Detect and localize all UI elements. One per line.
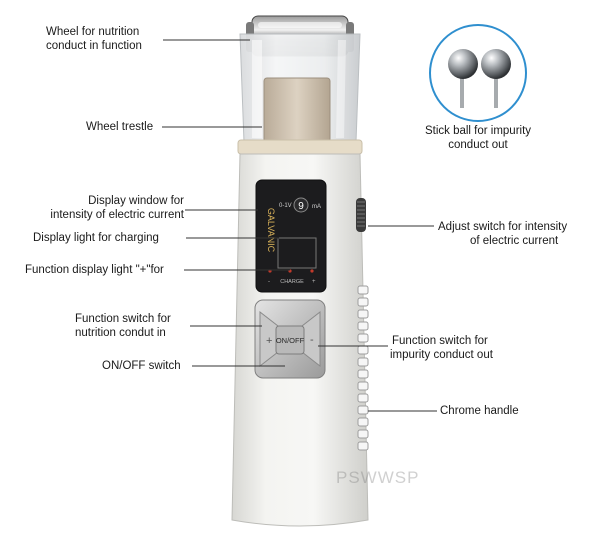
charge-text: CHARGE (280, 279, 304, 285)
label-function-display-light: Function display light "+"for (25, 264, 164, 276)
stick-ball-left (448, 49, 478, 79)
stick-ball-right (481, 49, 511, 79)
label-function-switch-impurity-line2: impurity conduct out (390, 349, 493, 361)
label-stick-ball-line1: Stick ball for impurity (424, 125, 532, 137)
display-window: GALVANIC 0-1V 9 mA - CHARGE + (255, 179, 327, 293)
control-pad: + - ON/OFF (254, 299, 326, 379)
label-display-light-charging: Display light for charging (33, 232, 159, 244)
chrome-handle (357, 285, 369, 451)
label-function-switch-nutrition-line1: Function switch for (75, 313, 171, 325)
left-key-sign: + (266, 335, 272, 347)
label-display-window-line2: intensity of electric current (50, 209, 184, 221)
label-wheel-nutrition-line2: conduct in function (46, 40, 142, 52)
watermark-text: PSWWSP (336, 468, 420, 487)
right-key-sign: - (310, 334, 314, 346)
label-stick-ball-line2: conduct out (448, 139, 508, 151)
label-onoff-switch: ON/OFF switch (102, 360, 181, 372)
label-display-window-line1: Display window for (88, 195, 184, 207)
stick-ball-illustration (429, 24, 527, 122)
minus-sign: - (268, 279, 270, 285)
onoff-button-label: ON/OFF (276, 336, 305, 345)
label-chrome-handle: Chrome handle (440, 405, 519, 417)
adjust-dial[interactable] (356, 198, 366, 232)
onoff-button[interactable] (275, 325, 305, 355)
plus-sign: + (312, 279, 316, 285)
display-value: 9 (298, 201, 304, 212)
wheel-trestle (263, 77, 331, 143)
label-wheel-nutrition-line1: Wheel for nutrition (46, 26, 140, 38)
scale-unit-text: mA (312, 204, 321, 210)
label-adjust-switch-line1: Adjust switch for intensity (438, 221, 568, 233)
collar-ring (237, 139, 363, 155)
label-function-switch-impurity-line1: Function switch for (392, 335, 488, 347)
label-adjust-switch-line2: of electric current (470, 235, 559, 247)
brand-text: GALVANIC (266, 208, 276, 253)
scale-left-text: 0-1V (279, 203, 292, 209)
label-function-switch-nutrition-line2: nutrition condut in (75, 327, 166, 339)
charging-light-window (277, 237, 317, 269)
label-wheel-trestle: Wheel trestle (86, 121, 154, 133)
